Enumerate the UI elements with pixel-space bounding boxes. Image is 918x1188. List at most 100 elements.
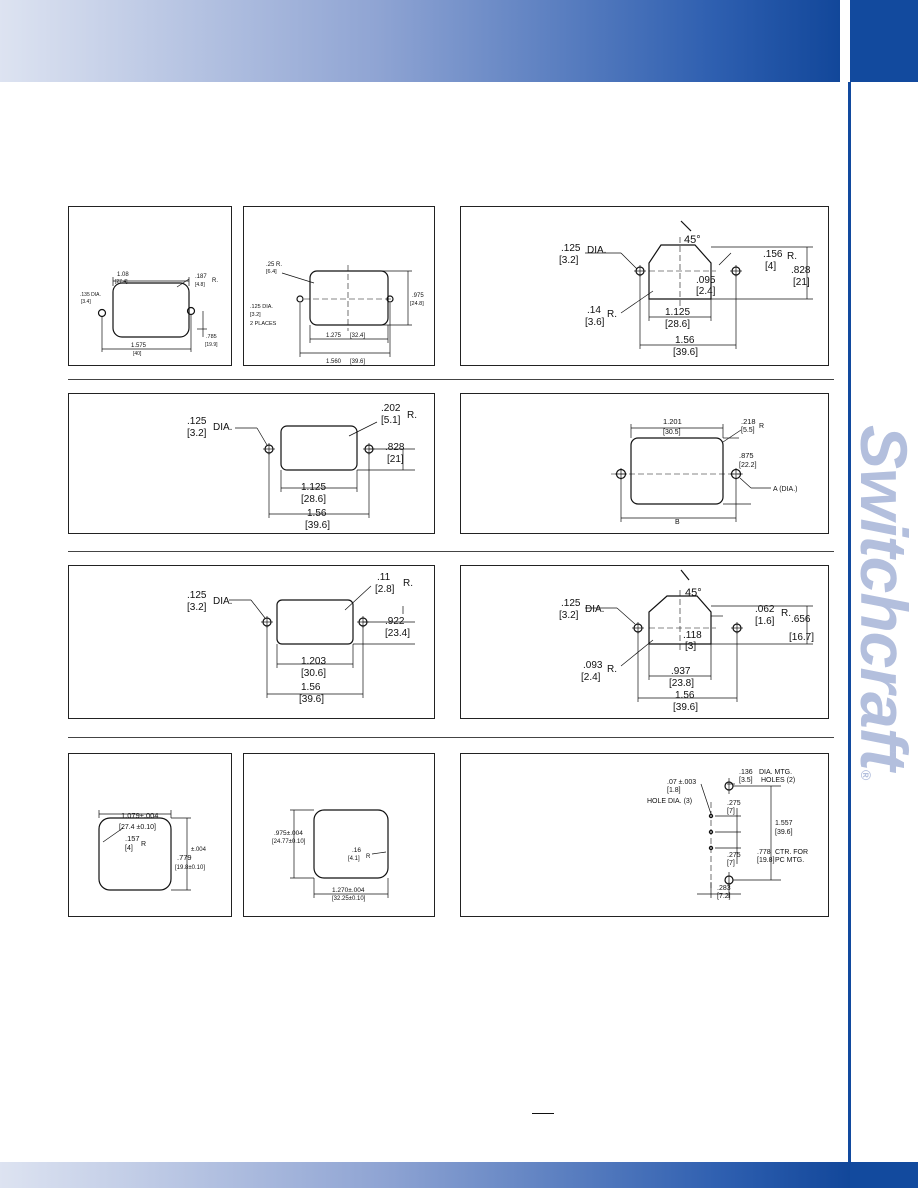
svg-text:DIA.: DIA. (213, 422, 232, 433)
divider (68, 551, 834, 552)
svg-text:.14: .14 (587, 305, 601, 316)
svg-text:1.079±.004: 1.079±.004 (121, 811, 158, 820)
svg-text:A (DIA.): A (DIA.) (773, 486, 798, 493)
svg-text:1.125: 1.125 (301, 482, 326, 493)
svg-text:[19.8±0.10]: [19.8±0.10] (175, 865, 205, 871)
svg-text:.093: .093 (583, 660, 603, 671)
svg-text:DIA.: DIA. (587, 245, 606, 256)
cutout-drawing-6: .125 [3.2] DIA. .11 [2.8] R. .922 [23.4]… (68, 565, 435, 719)
svg-text:.656: .656 (791, 614, 811, 625)
svg-text:PC MTG.: PC MTG. (775, 857, 804, 864)
svg-text:[32.25±0.10]: [32.25±0.10] (332, 896, 366, 902)
svg-text:1.201: 1.201 (663, 417, 682, 426)
svg-text:[7.2]: [7.2] (717, 893, 731, 900)
svg-text:HOLES (2): HOLES (2) (761, 777, 795, 784)
svg-text:.875: .875 (739, 451, 754, 460)
svg-text:.125: .125 (561, 598, 581, 609)
svg-text:B: B (675, 519, 680, 526)
svg-text:[30.5]: [30.5] (663, 429, 681, 436)
svg-text:.125: .125 (187, 590, 207, 601)
side-strip (848, 82, 851, 1162)
svg-text:R.: R. (407, 410, 417, 421)
svg-text:.779: .779 (177, 853, 192, 862)
svg-text:[39.6]: [39.6] (673, 347, 698, 358)
svg-text:[3.5]: [3.5] (739, 777, 753, 784)
cutout-drawing-3: 45° .125 [3.2] DIA. .156 [4] R. .095 [2.… (460, 206, 829, 366)
svg-text:[2.4]: [2.4] (581, 672, 601, 683)
svg-text:[21]: [21] (793, 277, 810, 288)
svg-text:1.56: 1.56 (301, 682, 321, 693)
svg-text:45°: 45° (684, 234, 701, 246)
svg-text:[28.6]: [28.6] (301, 494, 326, 505)
svg-text:.975±.004: .975±.004 (274, 830, 303, 837)
svg-text:.157: .157 (125, 834, 140, 843)
svg-text:1.203: 1.203 (301, 656, 326, 667)
svg-text:[2.4]: [2.4] (696, 286, 716, 297)
svg-text:.283: .283 (717, 885, 731, 892)
svg-text:DIA.: DIA. (213, 596, 232, 607)
cutout-drawing-1: 1.08 [27.4] .187 [4.8] R. .135 DIA. [3.4… (68, 206, 232, 366)
svg-text:[24.77±0.10]: [24.77±0.10] (272, 839, 306, 845)
svg-text:[1.6]: [1.6] (755, 616, 775, 627)
svg-text:R.: R. (607, 309, 617, 320)
svg-text:[22.2]: [22.2] (739, 462, 757, 469)
svg-text:[3.2]: [3.2] (187, 428, 207, 439)
svg-text:R: R (366, 854, 371, 860)
svg-text:[23.4]: [23.4] (385, 628, 410, 639)
svg-text:45°: 45° (685, 587, 702, 599)
svg-text:1.56: 1.56 (675, 690, 695, 701)
svg-text:[27.4 ±0.10]: [27.4 ±0.10] (119, 824, 156, 831)
svg-text:1.270±.004: 1.270±.004 (332, 887, 365, 894)
svg-text:[39.6]: [39.6] (673, 702, 698, 713)
svg-text:1.08: 1.08 (117, 272, 129, 278)
svg-text:1.560: 1.560 (326, 359, 342, 365)
svg-text:[5.1]: [5.1] (381, 415, 401, 426)
svg-text:[19.8]: [19.8] (757, 857, 775, 864)
svg-text:CTR. FOR: CTR. FOR (775, 849, 808, 856)
footer-tab (850, 1162, 918, 1188)
svg-text:[39.6]: [39.6] (775, 829, 793, 836)
cutout-drawing-2: .25 R. [6.4] .125 DIA. [3.2] 2 PLACES .9… (243, 206, 435, 366)
svg-text:.125: .125 (187, 416, 207, 427)
svg-text:R.: R. (607, 664, 617, 675)
svg-text:.828: .828 (791, 265, 811, 276)
cutout-drawing-9: .975±.004 [24.77±0.10] .16 [4.1] R 1.270… (243, 753, 435, 917)
svg-text:1.557: 1.557 (775, 820, 793, 827)
svg-text:R.: R. (403, 578, 413, 589)
svg-text:.07 ±.003: .07 ±.003 (667, 779, 696, 786)
svg-text:[4]: [4] (125, 845, 133, 852)
svg-text:[5.5]: [5.5] (741, 427, 755, 434)
svg-text:.218: .218 (741, 417, 756, 426)
svg-text:[6.4]: [6.4] (266, 269, 277, 275)
svg-text:±.004: ±.004 (191, 847, 207, 853)
svg-text:.135 DIA.: .135 DIA. (80, 292, 101, 298)
svg-text:.975: .975 (412, 293, 424, 299)
svg-text:[3]: [3] (685, 641, 696, 652)
svg-text:[39.6]: [39.6] (305, 520, 330, 531)
svg-text:.202: .202 (381, 403, 401, 414)
svg-text:1.56: 1.56 (307, 508, 327, 519)
pc-mounting-drawing: .07 ±.003 [1.8] HOLE DIA. (3) .136 [3.5]… (460, 753, 829, 917)
svg-text:[16.7]: [16.7] (789, 632, 814, 643)
svg-text:.187: .187 (195, 274, 207, 280)
svg-text:[4]: [4] (765, 261, 776, 272)
svg-text:.125: .125 (561, 243, 581, 254)
header-tab (850, 0, 918, 82)
svg-text:.156: .156 (763, 249, 783, 260)
svg-text:DIA.: DIA. (585, 604, 604, 615)
divider (68, 379, 834, 380)
svg-text:.275: .275 (727, 800, 741, 807)
header-band (0, 0, 840, 82)
svg-text:[23.8]: [23.8] (669, 678, 694, 689)
svg-text:.118: .118 (683, 630, 702, 641)
svg-text:R: R (759, 423, 764, 430)
svg-text:R: R (141, 841, 146, 848)
svg-text:[39.6]: [39.6] (350, 359, 365, 365)
svg-text:[4.1]: [4.1] (348, 856, 360, 862)
svg-text:2 PLACES: 2 PLACES (250, 321, 277, 327)
svg-text:.095: .095 (696, 275, 716, 286)
svg-text:.778: .778 (757, 849, 771, 856)
svg-text:[28.6]: [28.6] (665, 319, 690, 330)
svg-text:[3.6]: [3.6] (585, 317, 605, 328)
svg-text:[3.2]: [3.2] (559, 610, 579, 621)
